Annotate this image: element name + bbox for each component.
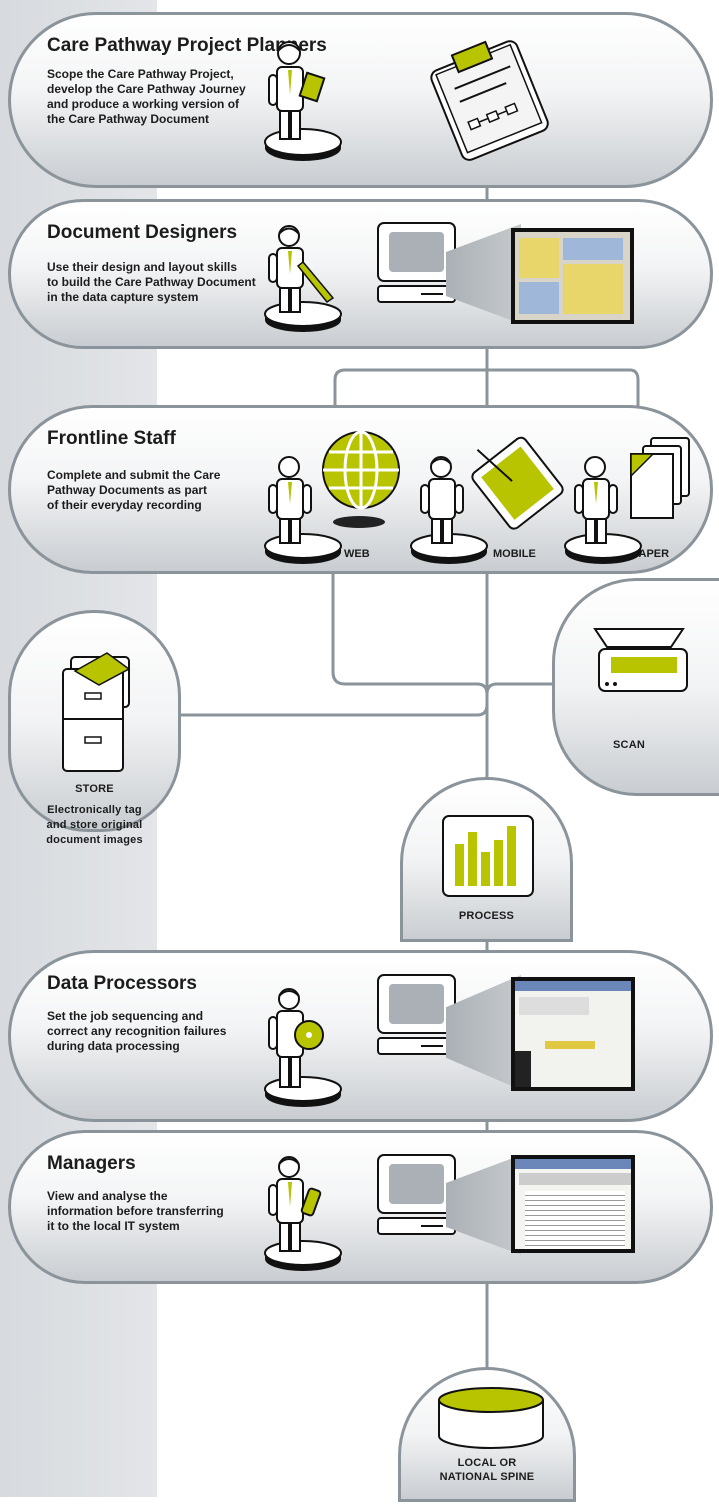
stage-description: Use their design and layout skills to bu…	[47, 260, 256, 304]
process-node: PROCESS	[400, 777, 573, 942]
web-label: WEB	[344, 548, 370, 560]
stage-description: View and analyse the information before …	[47, 1189, 224, 1233]
processors-illustration	[264, 974, 456, 1107]
forms-software-screenshot	[511, 1155, 635, 1253]
store-node: STORE Electronically tag and store origi…	[8, 610, 181, 846]
stage-title: Care Pathway Project Planners	[47, 35, 327, 56]
stage-title: Managers	[47, 1153, 136, 1174]
spine-node: LOCAL OR NATIONAL SPINE	[398, 1367, 576, 1502]
person-icon	[410, 456, 488, 564]
designers-stage: Document Designers Use their design and …	[8, 199, 713, 349]
processing-software-screenshot	[511, 977, 635, 1091]
frontline-illustration	[264, 430, 690, 564]
stage-title: Frontline Staff	[47, 428, 176, 449]
process-label: PROCESS	[458, 910, 515, 922]
stage-description: Complete and submit the Care Pathway Doc…	[47, 468, 221, 512]
scan-label: SCAN	[613, 739, 645, 751]
clipboard-document-icon	[430, 40, 549, 161]
stage-title: Data Processors	[47, 973, 197, 994]
designers-illustration	[264, 222, 456, 332]
mobile-label: MOBILE	[493, 548, 536, 560]
computer-icon	[377, 974, 456, 1055]
stage-title: Document Designers	[47, 222, 238, 243]
frontline-stage: Frontline Staff Complete and submit the …	[8, 405, 713, 574]
filing-cabinet-icon	[62, 652, 131, 772]
bar-chart-icon	[442, 815, 534, 897]
store-label: STORE	[75, 783, 114, 795]
paper-stack-icon	[630, 437, 690, 519]
stage-description: Set the job sequencing and correct any r…	[47, 1009, 227, 1053]
store-description: Electronically tag and store original do…	[46, 804, 143, 846]
design-software-screenshot	[511, 228, 634, 324]
planners-illustration	[264, 40, 549, 161]
person-with-disc-icon	[264, 988, 342, 1107]
stage-description: Scope the Care Pathway Project, develop …	[47, 67, 246, 126]
spine-label: LOCAL OR NATIONAL SPINE	[439, 1457, 535, 1483]
computer-icon	[377, 1154, 456, 1235]
managers-stage: Managers View and analyse the informatio…	[8, 1130, 713, 1284]
database-cylinder-icon	[438, 1387, 544, 1449]
globe-icon	[322, 430, 400, 528]
processors-stage: Data Processors Set the job sequencing a…	[8, 950, 713, 1122]
planners-stage: Care Pathway Project Planners Scope the …	[8, 12, 713, 188]
computer-icon	[377, 222, 456, 303]
person-with-clipboard-icon	[264, 41, 342, 161]
paper-label: PAPER	[632, 548, 670, 560]
person-with-pen-icon	[264, 225, 342, 332]
scan-node: SCAN	[552, 578, 719, 796]
tablet-pen-icon	[471, 436, 564, 530]
person-icon	[264, 456, 342, 564]
managers-illustration	[264, 1154, 456, 1271]
person-with-phone-icon	[264, 1156, 342, 1271]
scanner-icon	[593, 628, 688, 692]
person-icon	[564, 456, 642, 564]
